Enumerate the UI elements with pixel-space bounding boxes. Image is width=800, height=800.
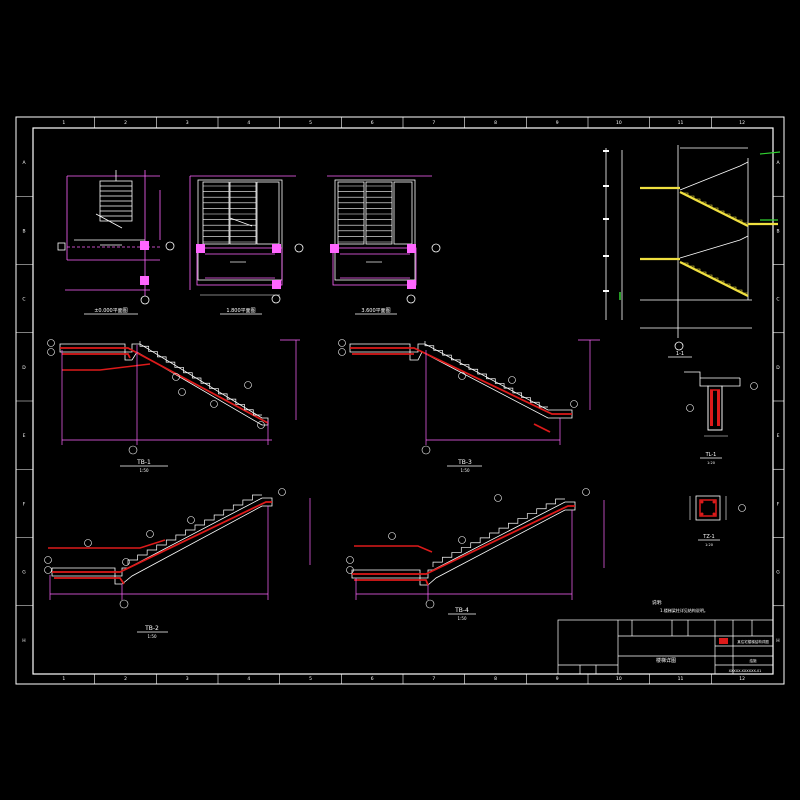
grid-number: 6 [371, 676, 374, 682]
grid-letter: B [776, 228, 779, 234]
grid-letter: F [777, 501, 780, 507]
grid-letters-left: A B C D E F G H [16, 160, 33, 644]
grid-number: 7 [432, 676, 435, 682]
tb3-step-profile [424, 341, 548, 408]
grid-number: 1 [62, 676, 65, 682]
section-title: 1-1 [676, 351, 684, 357]
tb2-step-profile [127, 494, 262, 565]
title-drawing-name: 楼梯详图 [656, 657, 676, 664]
plan3-treads [338, 185, 392, 243]
grid-number: 11 [678, 676, 684, 682]
tb1-step-profile [139, 341, 262, 416]
grid-letter: A [776, 160, 780, 166]
title-block [557, 619, 774, 675]
tb1-title: TB-1 [136, 459, 151, 466]
tb3-title: TB-3 [457, 459, 472, 466]
grid-number: 2 [124, 120, 127, 126]
plan1-title: ±0.000平面图 [94, 308, 128, 314]
grid-letter: H [776, 638, 779, 644]
grid-number: 11 [678, 120, 684, 126]
grid-number: 12 [739, 120, 745, 126]
grid-number: 12 [739, 676, 745, 682]
grid-number: 4 [247, 676, 250, 682]
column-detail-tz1: TZ-1 1:20 [689, 495, 746, 547]
tb4-step-profile [432, 498, 565, 567]
tb2-title: TB-2 [144, 625, 159, 632]
grid-number: 9 [556, 676, 559, 682]
title-sheet: 结施 [750, 658, 758, 663]
grid-letter: E [777, 433, 780, 439]
tz1-title: TZ-1 [702, 534, 714, 540]
grid-letter: A [22, 160, 26, 166]
stair-section-tb4: TB-4 1:50 [346, 488, 605, 621]
grid-number: 7 [432, 120, 435, 126]
grid-number: 9 [556, 120, 559, 126]
title-project: 某住宅楼梯结构详图 [737, 639, 769, 644]
beam-detail-tl1: TL-1 1:20 [684, 371, 758, 465]
grid-letter: E [23, 433, 26, 439]
grid-letter: B [22, 228, 25, 234]
grid-number: 8 [494, 120, 497, 126]
plan3-title: 3.600平面图 [361, 308, 390, 314]
grid-letter: F [23, 501, 26, 507]
grid-letters-right: A B C D E F G H [773, 160, 784, 644]
notes-line1: 1.楼梯梁柱详见结构说明。 [660, 607, 708, 613]
tb4-title: TB-4 [454, 607, 469, 614]
grid-letter: D [776, 365, 780, 371]
grid-number: 6 [371, 120, 374, 126]
grid-letter: G [22, 570, 26, 576]
stair-section-tb2: TB-2 1:50 [44, 488, 311, 639]
grid-number: 3 [186, 120, 189, 126]
tb1-scale: 1:50 [140, 468, 149, 473]
grid-number: 5 [309, 676, 312, 682]
tb3-scale: 1:50 [461, 468, 470, 473]
notes-heading: 说明: [652, 599, 663, 606]
grid-number: 3 [186, 676, 189, 682]
stair-section-tb3: TB-3 1:50 [338, 339, 600, 473]
grid-letter: H [22, 638, 25, 644]
plan2-title: 1.800平面图 [226, 308, 255, 314]
grid-number: 8 [494, 676, 497, 682]
plan-view-3: 3.600平面图 [327, 175, 441, 315]
grid-number: 1 [62, 120, 65, 126]
grid-number: 2 [124, 676, 127, 682]
grid-number: 5 [309, 120, 312, 126]
tl1-scale: 1:20 [707, 461, 715, 465]
tl1-title: TL-1 [705, 452, 717, 458]
grid-letter: C [22, 297, 25, 303]
grid-number: 10 [616, 120, 622, 126]
tz1-scale: 1:20 [705, 543, 713, 547]
section-1-1: 1-1 [603, 145, 781, 358]
grid-letter: C [776, 297, 779, 303]
grid-letter: D [22, 365, 26, 371]
tb2-scale: 1:50 [148, 634, 157, 639]
stair-section-tb1: TB-1 1:50 [47, 339, 300, 473]
plan-view-1: ±0.000平面图 [57, 170, 175, 315]
grid-letter: G [776, 570, 780, 576]
title-number: XXXXX-XXXXXX-01 [729, 669, 762, 673]
tb4-scale: 1:50 [458, 616, 467, 621]
grid-number: 4 [247, 120, 250, 126]
grid-number: 10 [616, 676, 622, 682]
plan-view-2: 1.800平面图 [189, 175, 304, 315]
